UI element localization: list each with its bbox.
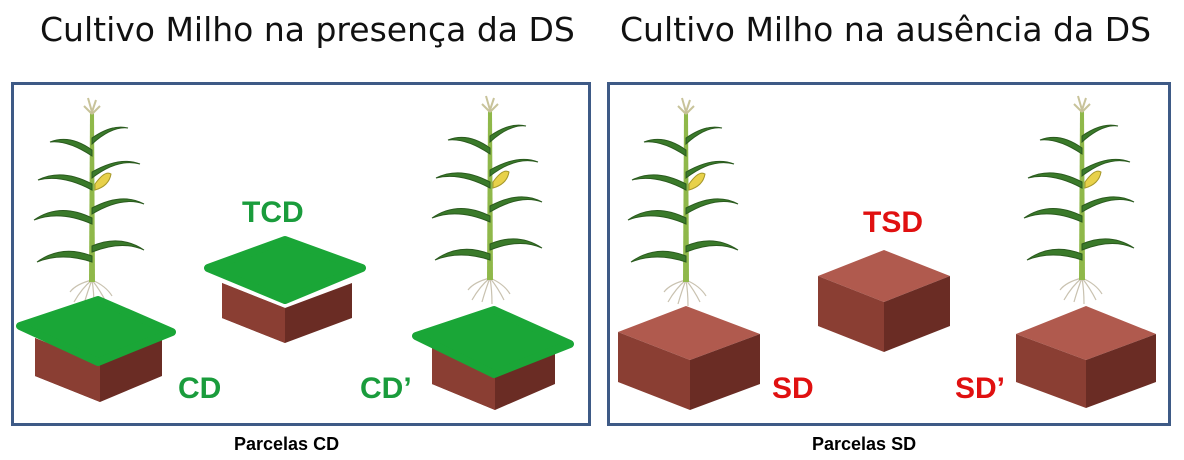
title-with-ds: Cultivo Milho na presença da DS xyxy=(40,10,575,49)
caption-cd-plots: Parcelas CD xyxy=(234,434,340,454)
panel-sd xyxy=(607,82,1171,426)
tsd-plot xyxy=(818,250,950,352)
corn-plant-icon xyxy=(431,95,543,305)
label-tcd: TCD xyxy=(242,196,304,229)
label-sd-prime: SD’ xyxy=(955,372,1005,405)
panel-cd xyxy=(11,82,591,426)
cd-prime-plot xyxy=(412,306,574,410)
sd-prime-plot xyxy=(1016,306,1156,408)
cd-plot xyxy=(16,296,176,402)
label-cd: CD xyxy=(178,372,221,405)
caption-sd-plots: Parcelas SD xyxy=(812,434,917,454)
label-tsd: TSD xyxy=(863,206,923,239)
corn-plant-icon xyxy=(627,97,739,307)
corn-plant-icon xyxy=(33,97,145,307)
sd-plot xyxy=(618,306,760,410)
tcd-plot xyxy=(204,236,366,343)
label-cd-prime: CD’ xyxy=(360,372,412,405)
label-sd: SD xyxy=(772,372,814,405)
title-without-ds: Cultivo Milho na ausência da DS xyxy=(620,10,1152,49)
corn-plant-icon xyxy=(1023,95,1135,305)
